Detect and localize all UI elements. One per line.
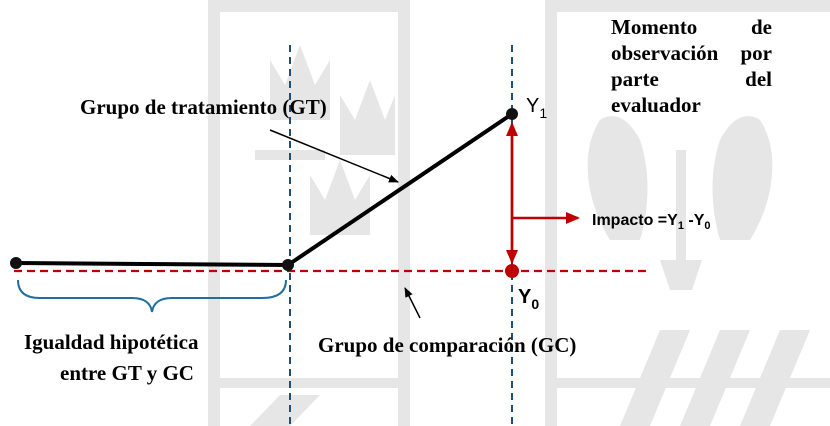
- comparison-group-label: Grupo de comparación (GC): [318, 333, 576, 357]
- treatment-start-point: [10, 257, 22, 269]
- equality-label-line1: Igualdad hipotética: [24, 330, 199, 354]
- equality-label-line2: entre GT y GC: [60, 361, 194, 385]
- comparison-label-arrow: [404, 287, 421, 319]
- watermark-logo: [208, 0, 830, 426]
- treatment-end-point: [506, 108, 518, 120]
- treatment-group-label: Grupo de tratamiento (GT): [80, 95, 327, 119]
- treatment-break-point: [282, 259, 294, 271]
- y0-label: Y0: [518, 286, 539, 312]
- comparison-end-point: [505, 264, 519, 278]
- impact-label: Impacto =Y1 -Y0: [592, 212, 711, 232]
- treatment-group-line: [15, 112, 514, 267]
- observation-moment-label: Momento de observación por parte del eva…: [611, 15, 772, 117]
- treatment-label-arrow: [269, 129, 399, 183]
- equality-brace: [17, 279, 287, 313]
- y1-label: Y1: [526, 95, 547, 121]
